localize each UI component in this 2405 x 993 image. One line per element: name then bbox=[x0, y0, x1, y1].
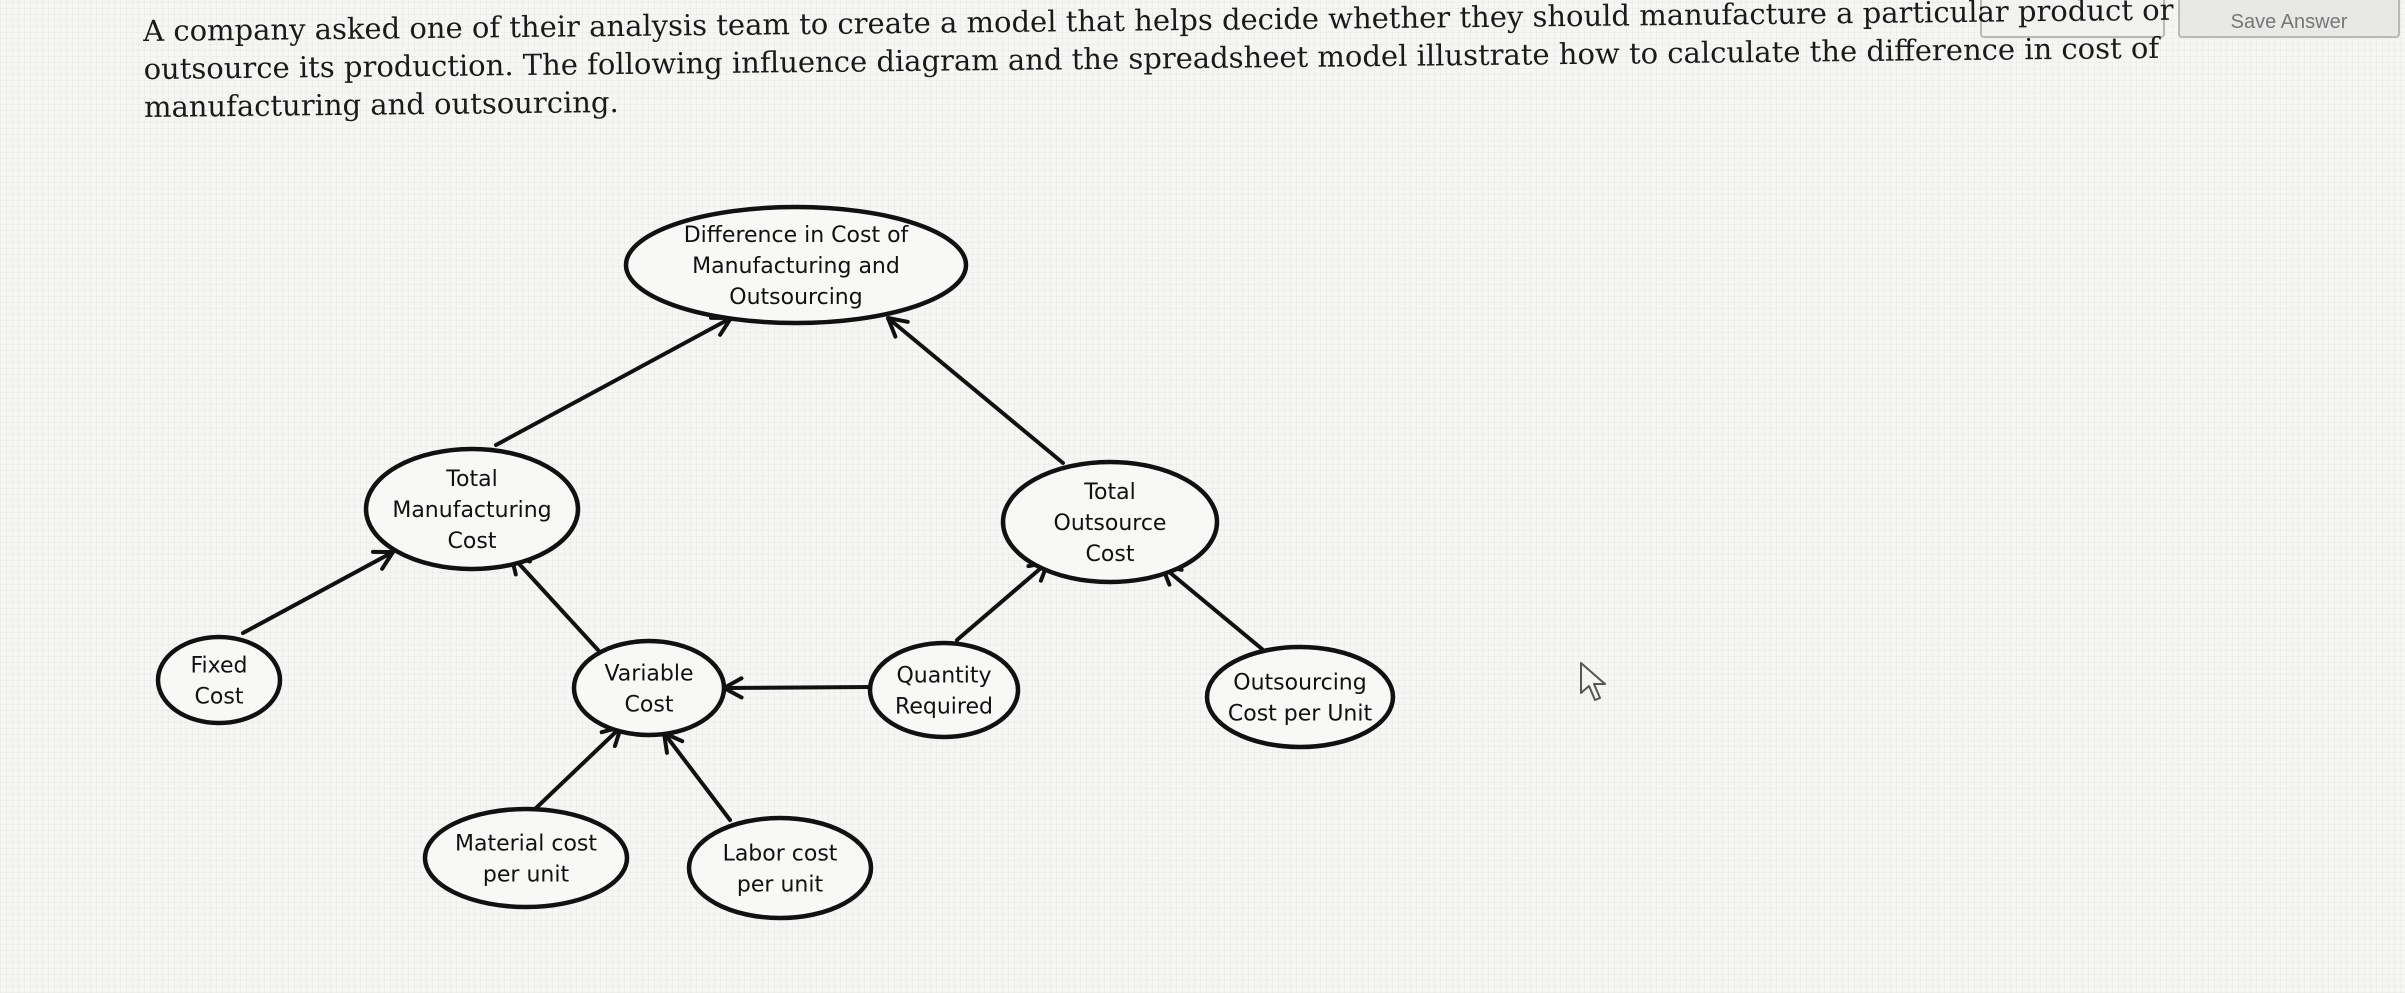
node-label: Fixed bbox=[190, 654, 247, 679]
edge-quantity-required-to-total-outsource bbox=[955, 560, 1050, 642]
node-label: Manufacturing bbox=[392, 498, 551, 523]
node-label: Required bbox=[895, 695, 993, 720]
edge-variable-cost-to-total-manufacturing bbox=[509, 553, 600, 652]
node-label: Total bbox=[445, 467, 497, 492]
node-label: Outsourcing bbox=[1233, 671, 1366, 696]
node-label: Labor cost bbox=[723, 842, 838, 867]
node-label: Outsourcing bbox=[729, 285, 862, 310]
node-label: Cost bbox=[625, 693, 674, 718]
node-label: per unit bbox=[737, 873, 824, 898]
node-label: per unit bbox=[483, 863, 570, 888]
mouse-pointer-icon bbox=[1578, 660, 1612, 708]
arrowhead-icon bbox=[886, 316, 910, 339]
save-answer-button[interactable]: Save Answer bbox=[2178, 0, 2400, 38]
node-labor-cost-per-unit: Labor cost per unit bbox=[686, 815, 874, 921]
node-label: Variable bbox=[604, 662, 693, 687]
node-label: Quantity bbox=[896, 664, 991, 689]
edge-fixed-cost-to-total-manufacturing bbox=[241, 549, 395, 635]
node-label: Cost per Unit bbox=[1228, 702, 1373, 727]
node-material-cost-per-unit: Material cost per unit bbox=[422, 806, 630, 910]
edge-total-outsource-to-difference bbox=[886, 316, 1065, 465]
node-label: Total bbox=[1083, 480, 1135, 505]
node-label: Manufacturing and bbox=[692, 254, 900, 279]
arrowhead-icon bbox=[371, 549, 395, 571]
node-difference: Difference in Cost of Manufacturing andOu… bbox=[623, 204, 969, 326]
points-box bbox=[1980, 0, 2165, 38]
save-answer-label: Save Answer bbox=[2230, 11, 2348, 33]
node-label: Cost bbox=[195, 685, 244, 710]
edge-total-manufacturing-to-difference bbox=[494, 315, 733, 447]
edge-labor-cost-per-unit-to-variable-cost bbox=[662, 731, 732, 822]
node-label: Outsource bbox=[1054, 511, 1167, 536]
edge-quantity-required-to-variable-cost bbox=[722, 676, 873, 700]
edge-material-cost-per-unit-to-variable-cost bbox=[532, 725, 623, 812]
node-label: Cost bbox=[448, 529, 497, 554]
node-label: Material cost bbox=[455, 832, 597, 857]
node-label: Cost bbox=[1086, 542, 1135, 567]
diagram-nodes: Difference in Cost of Manufacturing andOu… bbox=[155, 204, 1396, 921]
node-label: Difference in Cost of bbox=[684, 223, 910, 248]
edge-outsourcing-cost-per-unit-to-total-outsource bbox=[1160, 564, 1264, 651]
